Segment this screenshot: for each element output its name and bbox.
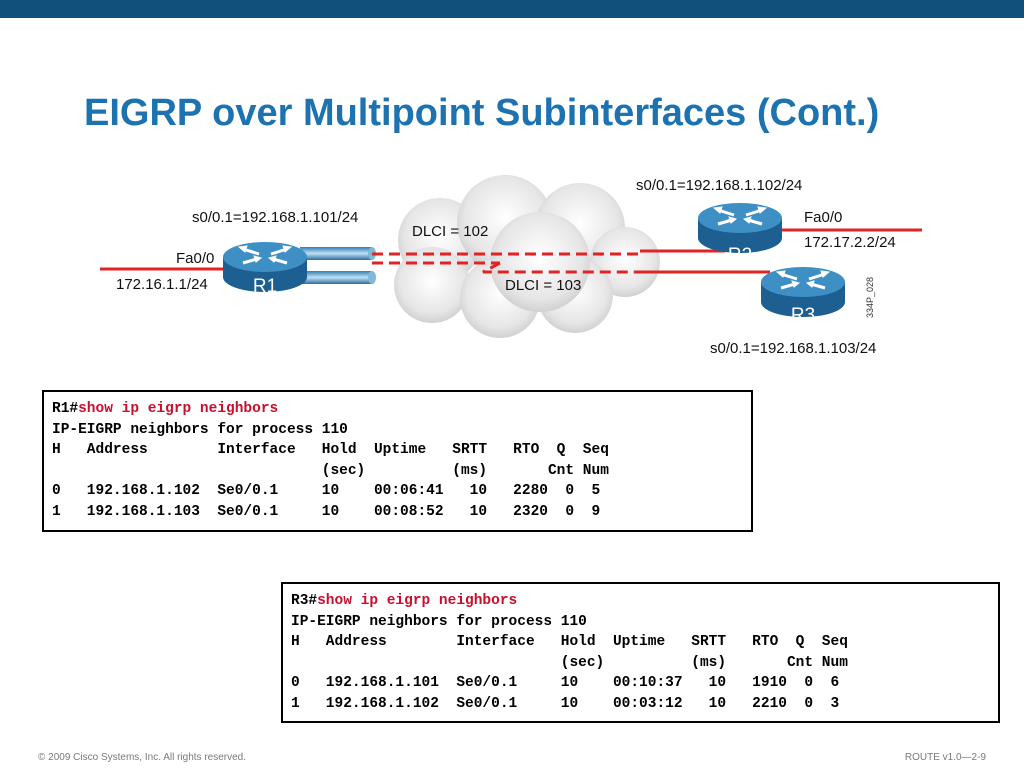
r3-serial-label: s0/0.1=192.168.1.103/24 xyxy=(710,340,876,357)
r1-fa-ip-label: 172.16.1.1/24 xyxy=(116,276,208,293)
r3-command: show ip eigrp neighbors xyxy=(317,593,518,609)
network-diagram: R1 R2 R3 s0/0.1=192.168.1.101/24 Fa0/0 1… xyxy=(100,175,922,357)
terminal-line: 1 192.168.1.102 Se0/0.1 10 00:03:12 10 2… xyxy=(291,695,840,712)
terminal-line: (sec) (ms) Cnt Num xyxy=(291,654,848,671)
r1-serial-tubes xyxy=(300,247,376,284)
r1-command: show ip eigrp neighbors xyxy=(78,401,279,417)
terminal-line: 1 192.168.1.103 Se0/0.1 10 00:08:52 10 2… xyxy=(52,503,601,520)
dlci-102-label: DLCI = 102 xyxy=(412,223,488,240)
dlci-103-label: DLCI = 103 xyxy=(505,277,581,294)
frame-relay-cloud xyxy=(394,175,660,338)
router-r3[interactable]: R3 xyxy=(759,265,847,326)
course-footer: ROUTE v1.0—2-9 xyxy=(904,752,986,763)
router-r1-label: R1 xyxy=(253,276,277,297)
r2-serial-label: s0/0.1=192.168.1.102/24 xyxy=(636,177,802,194)
router-r2-label: R2 xyxy=(728,245,752,266)
r1-prompt: R1# xyxy=(52,401,79,417)
terminal-line: IP-EIGRP neighbors for process 110 xyxy=(291,613,587,630)
r2-fa-ip-label: 172.17.2.2/24 xyxy=(804,234,896,251)
terminal-line: 0 192.168.1.101 Se0/0.1 10 00:10:37 10 1… xyxy=(291,675,840,691)
r1-terminal-text: R1#show ip eigrp neighbors IP-EIGRP neig… xyxy=(52,399,743,522)
terminal-line: H Address Interface Hold Uptime SRTT RTO… xyxy=(291,634,848,650)
r3-prompt: R3# xyxy=(291,593,318,609)
r3-terminal-text: R3#show ip eigrp neighbors IP-EIGRP neig… xyxy=(291,591,990,714)
terminal-line: 0 192.168.1.102 Se0/0.1 10 00:06:41 10 2… xyxy=(52,483,601,499)
router-r1[interactable]: R1 xyxy=(221,240,309,297)
figure-code-label: 334P_028 xyxy=(865,277,875,318)
router-r2[interactable]: R2 xyxy=(696,201,784,266)
terminal-line: (sec) (ms) Cnt Num xyxy=(52,462,609,479)
r2-fa-label: Fa0/0 xyxy=(804,209,842,226)
copyright-footer: © 2009 Cisco Systems, Inc. All rights re… xyxy=(38,752,247,763)
terminal-line: IP-EIGRP neighbors for process 110 xyxy=(52,421,348,438)
terminal-line: H Address Interface Hold Uptime SRTT RTO… xyxy=(52,442,609,458)
router-r3-label: R3 xyxy=(791,305,815,326)
slide-title: EIGRP over Multipoint Subinterfaces (Con… xyxy=(84,92,880,134)
r1-fa-label: Fa0/0 xyxy=(176,250,214,267)
top-banner xyxy=(0,0,1024,18)
r1-terminal-output: R1#show ip eigrp neighbors IP-EIGRP neig… xyxy=(42,390,753,532)
dlci-virtual-circuits xyxy=(372,252,640,274)
r1-serial-label: s0/0.1=192.168.1.101/24 xyxy=(192,209,358,226)
r3-terminal-output: R3#show ip eigrp neighbors IP-EIGRP neig… xyxy=(281,582,1000,723)
